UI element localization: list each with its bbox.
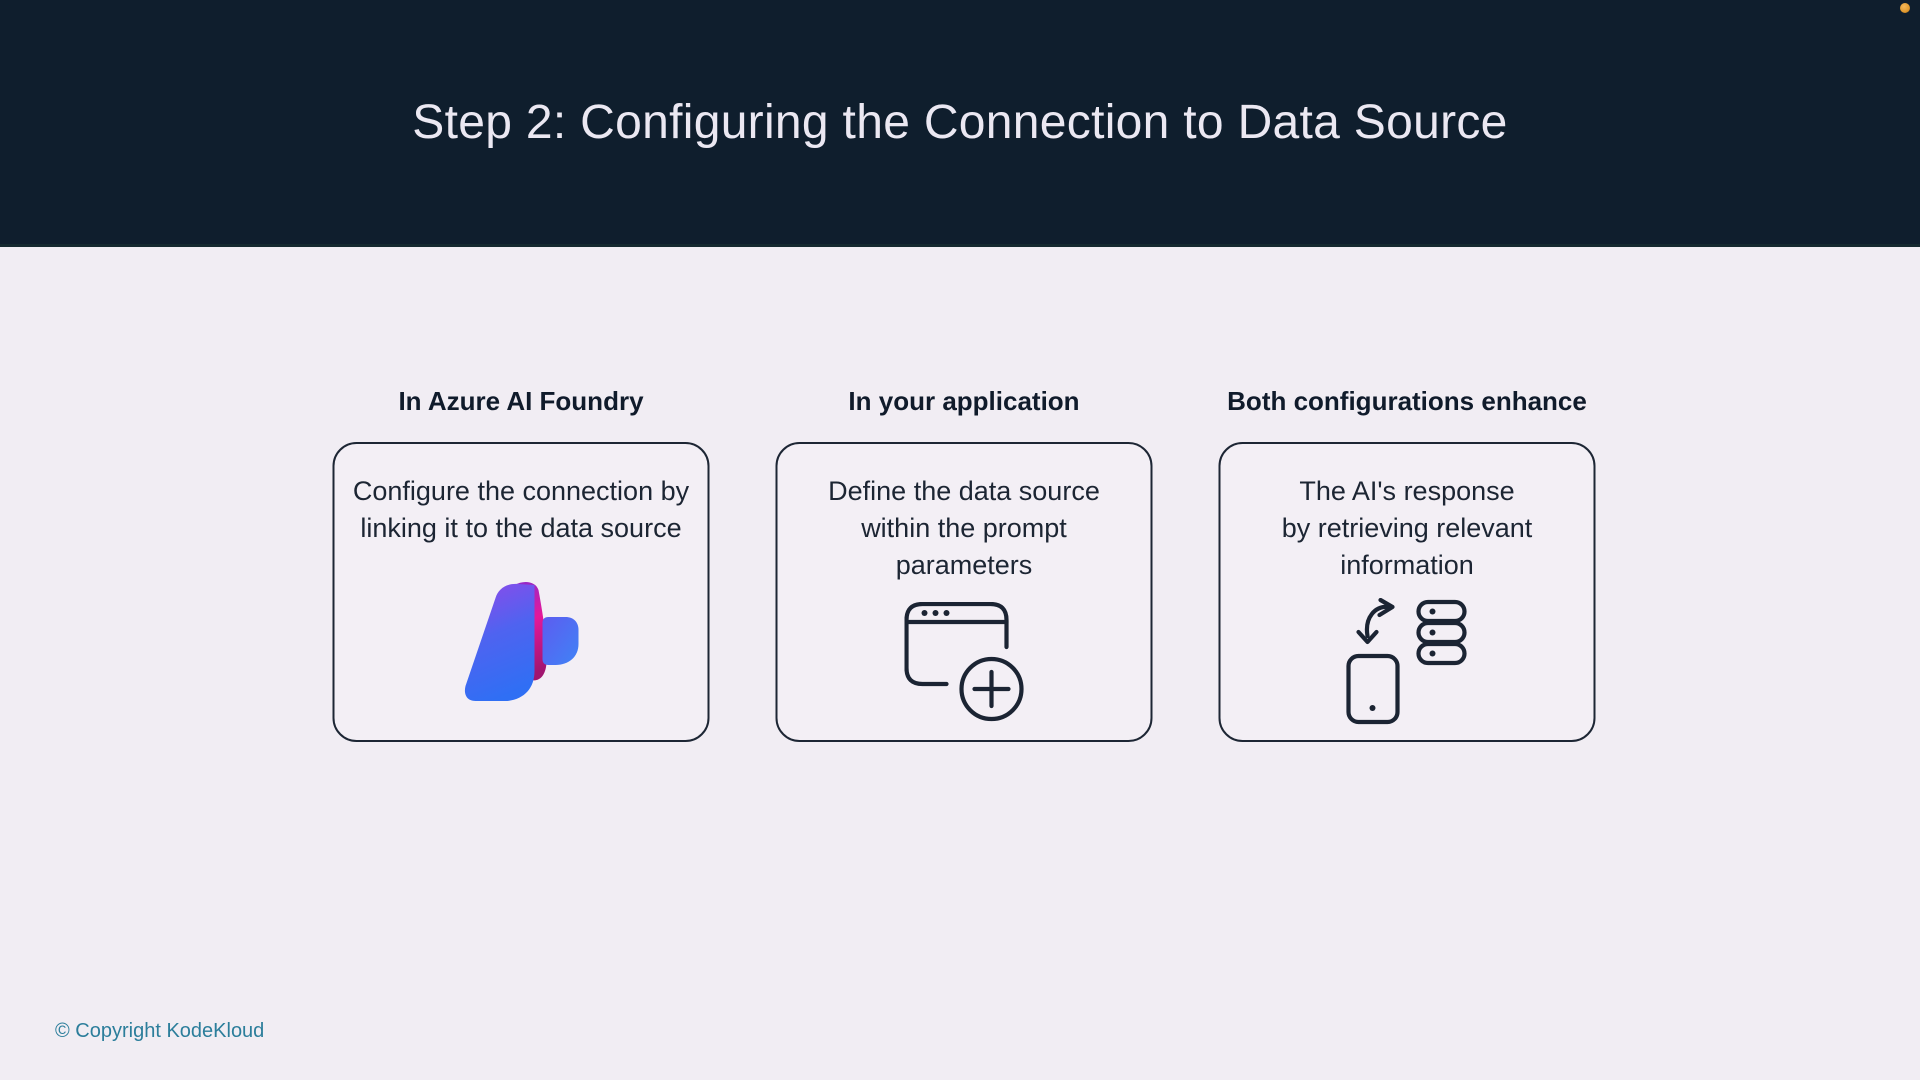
card-text: Configure the connection by linking it t… [353,473,689,547]
card-text-line: information [1340,550,1474,580]
column-heading: In Azure AI Foundry [398,386,644,416]
column-heading: In your application [848,386,1080,416]
slide-title: Step 2: Configuring the Connection to Da… [412,95,1508,149]
card-text-line: Define the data source [828,476,1100,506]
card-icon-area [778,584,1151,740]
columns-row: In Azure AI Foundry Configure the connec… [332,385,1596,742]
copyright-text: © Copyright KodeKloud [55,1020,265,1042]
browser-add-icon [904,602,1024,722]
card-azure-ai-foundry: Configure the connection by linking it t… [332,442,710,742]
card-your-application: Define the data source within the prompt… [775,442,1153,742]
card-text-line: within the prompt [861,513,1067,543]
card-icon-area [1221,584,1594,740]
card-text: The AI's response by retrieving relevant… [1282,473,1533,584]
card-text-line: by retrieving relevant [1281,513,1533,543]
card-both-configurations: The AI's response by retrieving relevant… [1218,442,1596,742]
card-text-line: linking it to the data source [360,513,682,543]
column-both-configurations: Both configurations enhance The AI's res… [1218,385,1596,742]
card-text-line: parameters [895,550,1033,580]
column-azure-ai-foundry: In Azure AI Foundry Configure the connec… [332,385,710,742]
card-icon-area [335,547,708,740]
column-your-application: In your application Define the data sour… [775,385,1153,742]
device-database-sync-icon [1345,598,1467,725]
card-text: Define the data source within the prompt… [828,473,1100,584]
card-text-line: The AI's response [1299,476,1515,506]
card-text-line: Configure the connection by [352,476,690,506]
azure-ai-foundry-logo-icon [464,581,578,701]
record-dot-icon [1900,3,1910,13]
slide-header: Step 2: Configuring the Connection to Da… [0,0,1920,247]
column-heading: Both configurations enhance [1227,386,1587,416]
